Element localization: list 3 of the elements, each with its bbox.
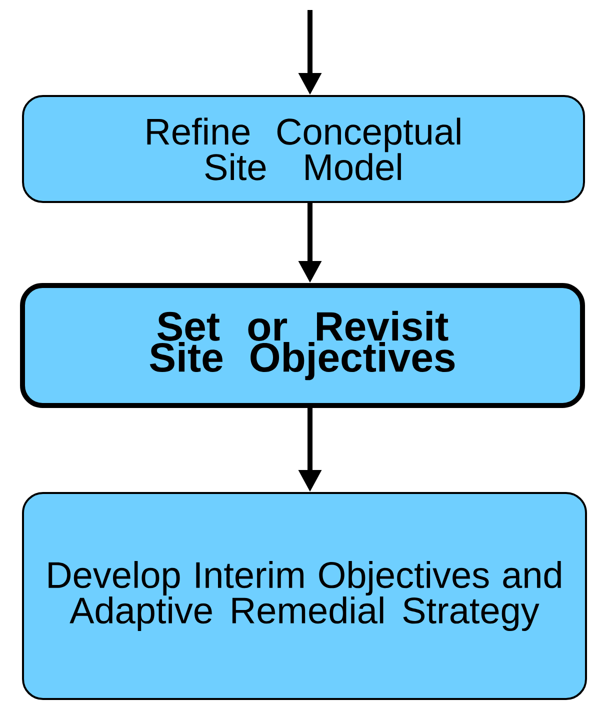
process-box: Develop Interim Objectives and Adaptive Remedial Strategy — [22, 492, 587, 700]
process-box: Refine Conceptual Site Model — [22, 95, 585, 203]
process-box: Set or Revisit Site Objectives — [20, 283, 585, 408]
